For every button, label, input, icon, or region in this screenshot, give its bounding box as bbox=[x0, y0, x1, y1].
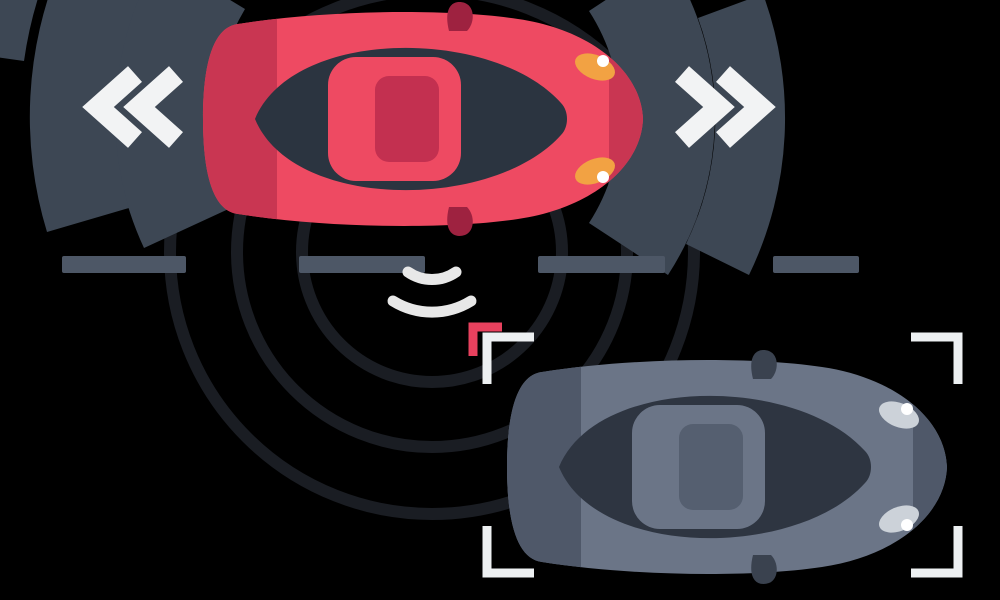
frame-corner-bracket bbox=[911, 332, 963, 384]
chevron-right-icon bbox=[716, 66, 776, 148]
lane-dash bbox=[299, 256, 425, 273]
frame-corner-bracket bbox=[482, 526, 534, 578]
signal-ring bbox=[164, 0, 700, 520]
car-mirror-top bbox=[447, 2, 473, 31]
chevron-left-icon bbox=[123, 66, 183, 148]
frame-corner-bracket bbox=[911, 526, 963, 578]
lane-dash bbox=[538, 256, 665, 273]
proximity-marker bbox=[468, 322, 502, 356]
headlight-dot bbox=[901, 519, 913, 531]
chevron-right-icon bbox=[675, 66, 735, 148]
left-sensor-fan bbox=[0, 0, 245, 248]
sonar-arc bbox=[402, 266, 462, 286]
headlight-dot bbox=[901, 403, 913, 415]
car-mirror-bottom bbox=[751, 555, 777, 584]
sensor-fan-band bbox=[0, 0, 38, 61]
sonar-waves bbox=[387, 266, 477, 318]
sonar-arc bbox=[387, 295, 477, 318]
car-mirror-bottom bbox=[447, 207, 473, 236]
sensor-fan-band bbox=[29, 0, 139, 232]
lane-dash bbox=[62, 256, 186, 273]
car-mirror-top bbox=[751, 350, 777, 379]
car-sunroof bbox=[679, 424, 743, 510]
left-chevrons-icon bbox=[82, 66, 183, 148]
car-sunroof bbox=[375, 76, 439, 162]
frame-corner-bracket bbox=[482, 332, 534, 384]
lane-dash bbox=[773, 256, 859, 273]
chevron-left-icon bbox=[82, 66, 142, 148]
headlight-dot bbox=[597, 171, 609, 183]
headlight-dot bbox=[597, 55, 609, 67]
lane-markings bbox=[62, 256, 859, 273]
right-chevrons-icon bbox=[675, 66, 776, 148]
detection-frame bbox=[482, 332, 963, 578]
